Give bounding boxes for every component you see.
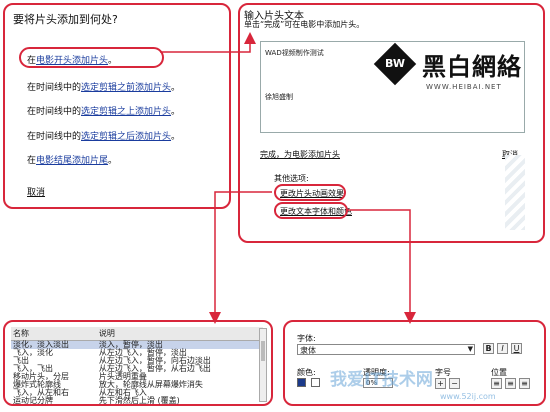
arrow-font-to-panel: [346, 209, 416, 324]
where-to-add-panel: 要将片头添加到何处? 在电影开头添加片头。 在时间线中的选定剪辑之前添加片头。 …: [3, 3, 231, 209]
cell-desc: 片头透明重叠: [98, 372, 147, 381]
cell-desc: 从左边飞入，暂停，从右边飞出: [98, 364, 211, 373]
cancel-link[interactable]: 取消: [27, 188, 46, 198]
option-after-clip: 在时间线中的选定剪辑之后添加片头。: [27, 129, 180, 142]
cell-desc: 从左和右飞入: [98, 388, 147, 397]
cell-desc: 从左边飞入，暂停，向右边淡出: [98, 356, 211, 365]
table-row[interactable]: 移动片头，分层 片头透明重叠: [11, 373, 263, 381]
title-line-2: 徐旭盛制: [265, 93, 293, 101]
change-font-link[interactable]: 更改文本字体和颜色: [280, 207, 352, 216]
option-movie-end: 在电影结尾添加片尾。: [27, 153, 117, 166]
cell-desc: 先下滑然后上滑 (覆盖): [98, 396, 180, 405]
cancel-link[interactable]: 取消: [502, 149, 518, 160]
cell-desc: 淡入，暂停，淡出: [96, 340, 263, 349]
text-color-swatch[interactable]: [297, 378, 306, 387]
option-suffix: 。: [171, 107, 181, 117]
highlight-oval-start: [19, 47, 164, 68]
table-row[interactable]: 飞入，飞出 从左边飞入，暂停，从右边飞出: [11, 365, 263, 373]
title-text-instruction: 单击“完成”可在电影中添加片头。: [244, 20, 365, 29]
position-label: 位置: [491, 368, 507, 377]
option-movie-start: 在电影开头添加片头。: [27, 53, 117, 66]
option-prefix: 在时间线中的: [27, 132, 82, 142]
font-label: 字体:: [297, 334, 316, 343]
bold-button[interactable]: B: [483, 343, 494, 354]
cell-name: 移动片头，分层: [13, 372, 69, 381]
cell-name: 运动记分牌: [13, 396, 53, 405]
column-header-name[interactable]: 名称: [11, 327, 97, 341]
table-row[interactable]: 飞出 从左边飞入，暂停，向右边淡出: [11, 357, 263, 365]
highlight-oval-animation: [274, 184, 346, 201]
where-question: 要将片头添加到何处?: [13, 13, 118, 26]
increase-size-button[interactable]: +: [435, 378, 446, 389]
logo-text: 黑白網絡: [422, 53, 522, 81]
chevron-down-icon: ▼: [467, 345, 473, 353]
cell-desc: 放大，轮廓线从屏幕爆炸消失: [98, 380, 203, 389]
size-label: 字号: [435, 368, 451, 377]
title-line-1: WAD视频制作测试: [265, 49, 324, 57]
animation-scrollbar[interactable]: [259, 328, 267, 402]
background-color-swatch[interactable]: [311, 378, 320, 387]
title-text-heading: 输入片头文本: [244, 11, 304, 22]
table-row[interactable]: 爆炸式轮廓线 放大，轮廓线从屏幕爆炸消失: [11, 381, 263, 389]
watermark-url: www.52ij.com: [440, 392, 496, 401]
cell-name: 飞出: [13, 356, 29, 365]
option-prefix: 在时间线中的: [27, 107, 82, 117]
decorative-stripes: [505, 155, 525, 230]
cell-desc: 从左边飞入，暂停，淡出: [98, 348, 187, 357]
cell-name: 爆炸式轮廓线: [13, 380, 61, 389]
cell-name: 飞入，淡化: [13, 348, 53, 357]
decrease-size-button[interactable]: −: [449, 378, 460, 389]
align-center-button[interactable]: ≡: [505, 378, 516, 389]
transparency-label: 透明度:: [363, 368, 390, 377]
animation-list-panel: 名称 说明 淡化，淡入淡出淡入，暂停，淡出 飞入，淡化 从左边飞入，暂停，淡出 飞…: [3, 320, 273, 406]
option-suffix: 。: [108, 56, 118, 66]
logo-url: WWW.HEIBAI.NET: [426, 83, 502, 91]
table-row[interactable]: 飞入，淡化 从左边飞入，暂停，淡出: [11, 349, 263, 357]
cell-name: 飞入，从左和右: [13, 388, 69, 397]
link-add-credits-at-end[interactable]: 电影结尾添加片尾: [36, 156, 109, 166]
heibai-logo: BW 黑白網絡 WWW.HEIBAI.NET: [373, 42, 530, 105]
column-header-description[interactable]: 说明: [96, 327, 263, 341]
link-add-title-on-clip[interactable]: 选定剪辑之上添加片头: [81, 107, 172, 117]
option-on-clip: 在时间线中的选定剪辑之上添加片头。: [27, 104, 180, 117]
align-left-button[interactable]: ≡: [491, 378, 502, 389]
option-before-clip: 在时间线中的选定剪辑之前添加片头。: [27, 80, 180, 93]
watermark-text: 我爱IT技术网: [330, 370, 433, 390]
link-add-title-before-clip[interactable]: 选定剪辑之前添加片头: [81, 83, 172, 93]
font-select-value: 隶体: [300, 346, 316, 355]
option-prefix: 在: [27, 156, 37, 166]
link-add-title-after-clip[interactable]: 选定剪辑之后添加片头: [81, 132, 172, 142]
transparency-input[interactable]: 0%: [363, 378, 393, 388]
option-prefix: 在时间线中的: [27, 83, 82, 93]
arrow-animation-to-list: [209, 191, 272, 324]
link-add-title-at-start[interactable]: 电影开头添加片头: [36, 56, 109, 66]
table-row[interactable]: 飞入，从左和右 从左和右飞入: [11, 389, 263, 397]
animation-table: 名称 说明 淡化，淡入淡出淡入，暂停，淡出 飞入，淡化 从左边飞入，暂停，淡出 飞…: [11, 327, 263, 405]
arrow-start-to-text: [160, 32, 256, 53]
font-select[interactable]: 隶体 ▼: [297, 344, 475, 355]
done-add-title-link[interactable]: 完成，为电影添加片头: [260, 150, 340, 159]
color-label: 颜色:: [297, 368, 316, 377]
scrollbar-thumb[interactable]: [261, 341, 265, 361]
font-color-panel: 字体: 隶体 ▼ B I U 颜色: 透明度: 0% 字号 + − 位置 ≡ ≡…: [283, 320, 546, 406]
logo-letters: BW: [385, 57, 405, 70]
align-right-button[interactable]: ≡: [519, 378, 530, 389]
table-row[interactable]: 淡化，淡入淡出淡入，暂停，淡出: [11, 340, 263, 349]
option-suffix: 。: [171, 83, 181, 93]
title-text-panel: 输入片头文本 单击“完成”可在电影中添加片头。 WAD视频制作测试 徐旭盛制 B…: [238, 3, 545, 243]
italic-button[interactable]: I: [497, 343, 508, 354]
cell-name: 飞入，飞出: [13, 364, 53, 373]
option-suffix: 。: [108, 156, 118, 166]
option-prefix: 在: [27, 56, 37, 66]
more-options-label: 其他选项:: [274, 174, 309, 183]
table-row[interactable]: 运动记分牌 先下滑然后上滑 (覆盖): [11, 397, 263, 405]
cell-name: 淡化，淡入淡出: [11, 340, 97, 349]
underline-button[interactable]: U: [511, 343, 522, 354]
change-animation-link[interactable]: 更改片头动画效果: [280, 189, 344, 198]
option-suffix: 。: [171, 132, 181, 142]
